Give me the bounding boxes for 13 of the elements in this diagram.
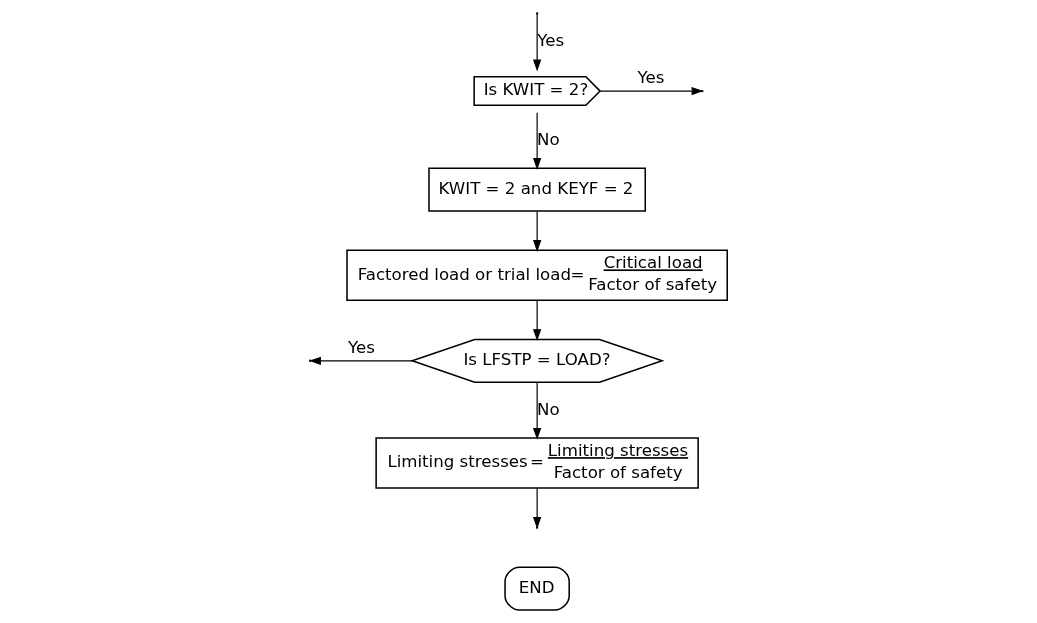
arrow	[532, 487, 542, 529]
arrow	[532, 112, 542, 170]
arrow	[532, 13, 542, 72]
edge-label: Yes	[637, 68, 665, 87]
arrow	[309, 356, 413, 365]
edge-label: No	[537, 129, 560, 149]
edge-label: Yes	[348, 337, 375, 357]
arrow	[532, 299, 542, 342]
node-box: KWIT = 2 and KEYF = 2	[428, 167, 647, 212]
arrow	[532, 210, 542, 252]
arrow	[532, 382, 542, 440]
node-box: END	[504, 566, 570, 611]
edge-label: No	[537, 399, 560, 419]
